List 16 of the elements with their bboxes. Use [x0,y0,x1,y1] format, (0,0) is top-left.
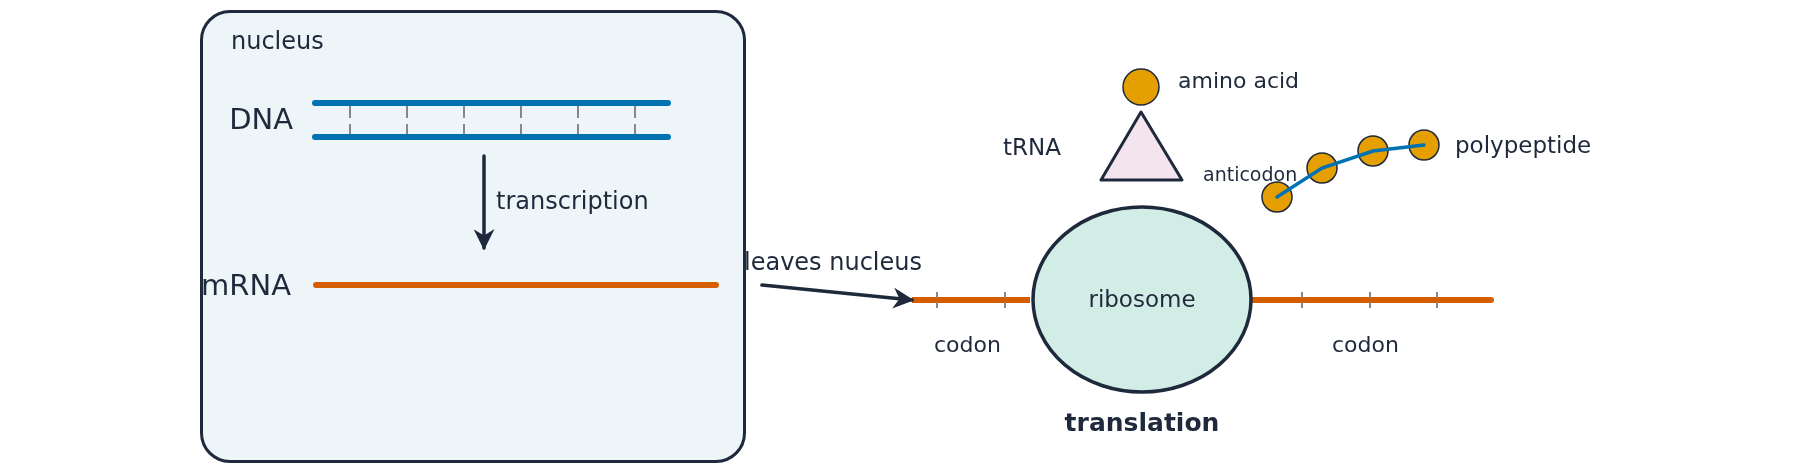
part-label: codon [1332,334,1399,356]
arrow [760,283,915,309]
part-label: anticodon [1203,165,1298,184]
arrow [473,154,495,251]
part-label: polypeptide [1455,134,1592,157]
part-label: amino acid [1178,70,1300,92]
ribosome-label: ribosome [1087,287,1197,311]
process-caption: translation [1063,410,1221,435]
part-label: tRNA [1003,136,1061,159]
edge-label: leaves nucleus [744,250,922,274]
strand-label: DNA [229,105,293,134]
region-title: nucleus [231,29,324,53]
nucleus-region [200,10,746,463]
strand-label: mRNA [201,271,291,300]
part-label: codon [934,334,1001,356]
edge-label: transcription [496,189,649,213]
